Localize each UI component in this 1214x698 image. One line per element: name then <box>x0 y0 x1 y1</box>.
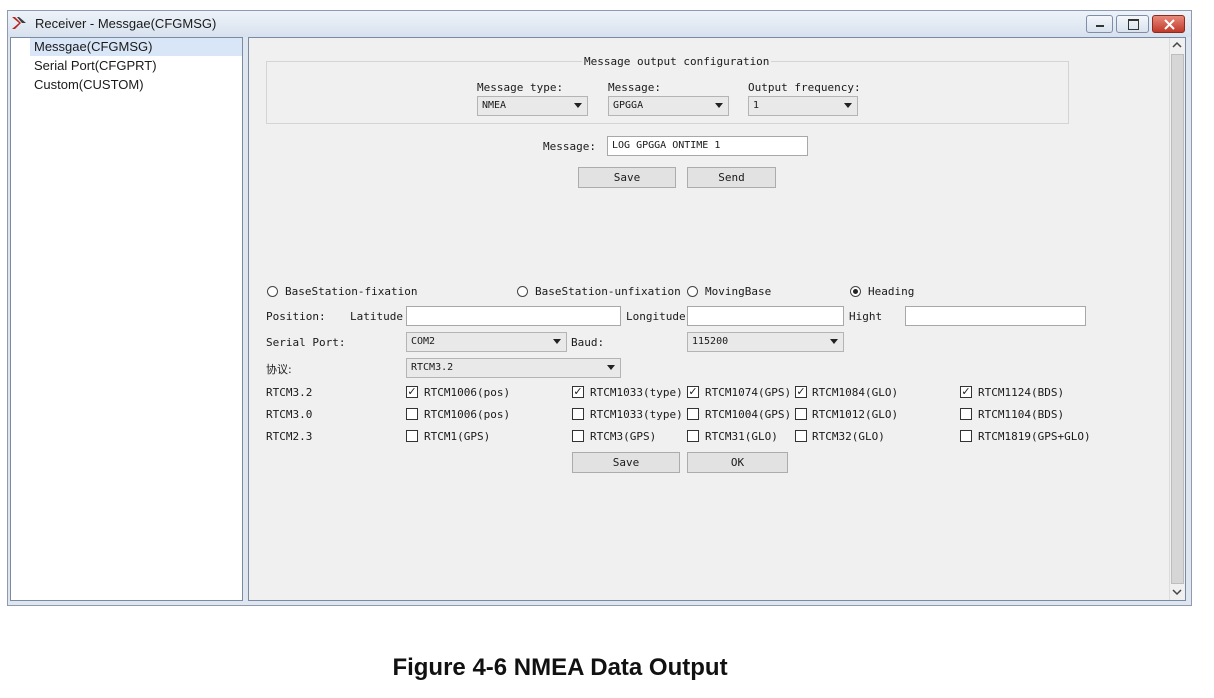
serial-port-select[interactable]: COM2 <box>406 332 567 352</box>
chevron-down-icon <box>553 339 561 344</box>
radio-basestation-unfixation-label: BaseStation-unfixation <box>535 285 681 298</box>
longitude-label: Longitude <box>626 310 686 323</box>
chevron-down-icon <box>715 103 723 108</box>
figure-caption: Figure 4-6 NMEA Data Output <box>392 654 728 681</box>
checkbox-rtcm30-1104[interactable] <box>960 408 972 420</box>
protocol-label: 协议: <box>266 363 292 376</box>
radio-heading-label: Heading <box>868 285 915 298</box>
base-save-button[interactable]: Save <box>572 452 680 473</box>
latitude-label: Latitude <box>350 310 403 323</box>
output-frequency-label: Output frequency: <box>748 81 861 94</box>
checkbox-rtcm32-1124[interactable]: ✓ <box>960 385 972 398</box>
checkbox-label: RTCM1012(GLO) <box>812 408 899 421</box>
app-logo-icon <box>12 17 26 29</box>
radio-movingbase-label: MovingBase <box>705 285 772 298</box>
checkbox-rtcm30-1012[interactable] <box>795 408 807 420</box>
checkbox-label: RTCM1004(GPS) <box>705 408 792 421</box>
position-label: Position: <box>266 310 326 323</box>
serial-port-value: COM2 <box>411 336 436 347</box>
checkbox-label: RTCM1819(GPS+GLO) <box>978 430 1091 443</box>
checkbox-rtcm23-32[interactable] <box>795 430 807 442</box>
send-button[interactable]: Send <box>687 167 776 188</box>
checkbox-label: RTCM1006(pos) <box>424 408 511 421</box>
hight-input[interactable] <box>905 306 1086 326</box>
sidebar-item-serial-port[interactable]: Serial Port(CFGPRT) <box>34 58 157 73</box>
maximize-button[interactable] <box>1116 15 1149 33</box>
message-type-label: Message type: <box>477 81 564 94</box>
message-type-select[interactable]: NMEA <box>477 96 588 116</box>
message-label: Message: <box>608 81 661 94</box>
longitude-input[interactable] <box>687 306 844 326</box>
title-bar <box>8 11 1191 37</box>
group-title: Message output configuration <box>582 55 772 68</box>
ok-button[interactable]: OK <box>687 452 788 473</box>
close-icon <box>1164 19 1175 30</box>
radio-movingbase[interactable] <box>687 286 698 297</box>
command-input[interactable]: LOG GPGGA ONTIME 1 <box>607 136 808 156</box>
message-select[interactable]: GPGGA <box>608 96 729 116</box>
checkbox-label: RTCM1033(type) <box>590 408 683 421</box>
checkbox-rtcm30-1033[interactable] <box>572 408 584 420</box>
minimize-button[interactable] <box>1086 15 1113 33</box>
checkbox-label: RTCM32(GLO) <box>812 430 885 443</box>
checkbox-rtcm23-1[interactable] <box>406 430 418 442</box>
baud-value: 115200 <box>692 336 729 347</box>
maximize-icon <box>1128 19 1139 30</box>
baud-label: Baud: <box>571 336 605 349</box>
baud-select[interactable]: 115200 <box>687 332 844 352</box>
config-save-button[interactable]: Save <box>578 167 676 188</box>
checkbox-rtcm32-1006[interactable]: ✓ <box>406 385 418 398</box>
checkbox-rtcm23-1819[interactable] <box>960 430 972 442</box>
checkbox-label: RTCM3(GPS) <box>590 430 657 443</box>
rtcm30-row-label: RTCM3.0 <box>266 408 313 421</box>
command-label: Message: <box>543 140 596 153</box>
scroll-down-icon[interactable] <box>1172 588 1182 596</box>
checkbox-label: RTCM1074(GPS) <box>705 386 792 399</box>
protocol-value: RTCM3.2 <box>411 362 454 373</box>
rtcm23-row-label: RTCM2.3 <box>266 430 313 443</box>
chevron-down-icon <box>607 365 615 370</box>
message-type-value: NMEA <box>482 100 507 111</box>
rtcm32-row-label: RTCM3.2 <box>266 386 313 399</box>
minimize-icon <box>1096 25 1104 27</box>
message-value: GPGGA <box>613 100 644 111</box>
protocol-select[interactable]: RTCM3.2 <box>406 358 621 378</box>
serial-port-label: Serial Port: <box>266 336 346 349</box>
checkbox-label: RTCM1084(GLO) <box>812 386 899 399</box>
checkbox-label: RTCM1104(BDS) <box>978 408 1065 421</box>
checkbox-rtcm32-1074[interactable]: ✓ <box>687 385 699 398</box>
checkbox-rtcm32-1033[interactable]: ✓ <box>572 385 584 398</box>
radio-basestation-unfixation[interactable] <box>517 286 528 297</box>
radio-basestation-fixation-label: BaseStation-fixation <box>285 285 418 298</box>
checkbox-label: RTCM1124(BDS) <box>978 386 1065 399</box>
hight-label: Hight <box>849 310 883 323</box>
checkbox-label: RTCM1033(type) <box>590 386 683 399</box>
checkbox-label: RTCM1(GPS) <box>424 430 491 443</box>
chevron-down-icon <box>830 339 838 344</box>
checkbox-rtcm30-1004[interactable] <box>687 408 699 420</box>
checkbox-rtcm23-3[interactable] <box>572 430 584 442</box>
checkbox-rtcm30-1006[interactable] <box>406 408 418 420</box>
scroll-up-icon[interactable] <box>1172 41 1182 49</box>
sidebar-item-message[interactable]: Messgae(CFGMSG) <box>30 38 242 56</box>
output-frequency-value: 1 <box>753 100 760 111</box>
latitude-input[interactable] <box>406 306 621 326</box>
checkbox-label: RTCM31(GLO) <box>705 430 778 443</box>
sidebar <box>10 37 243 601</box>
sidebar-item-custom[interactable]: Custom(CUSTOM) <box>34 77 144 92</box>
radio-basestation-fixation[interactable] <box>267 286 278 297</box>
radio-heading[interactable] <box>850 286 861 297</box>
window-title: Receiver - Messgae(CFGMSG) <box>35 16 217 31</box>
checkbox-rtcm32-1084[interactable]: ✓ <box>795 385 807 398</box>
checkbox-label: RTCM1006(pos) <box>424 386 511 399</box>
output-frequency-select[interactable]: 1 <box>748 96 858 116</box>
scrollbar-thumb[interactable] <box>1171 54 1184 584</box>
checkbox-rtcm23-31[interactable] <box>687 430 699 442</box>
close-button[interactable] <box>1152 15 1185 33</box>
chevron-down-icon <box>844 103 852 108</box>
chevron-down-icon <box>574 103 582 108</box>
